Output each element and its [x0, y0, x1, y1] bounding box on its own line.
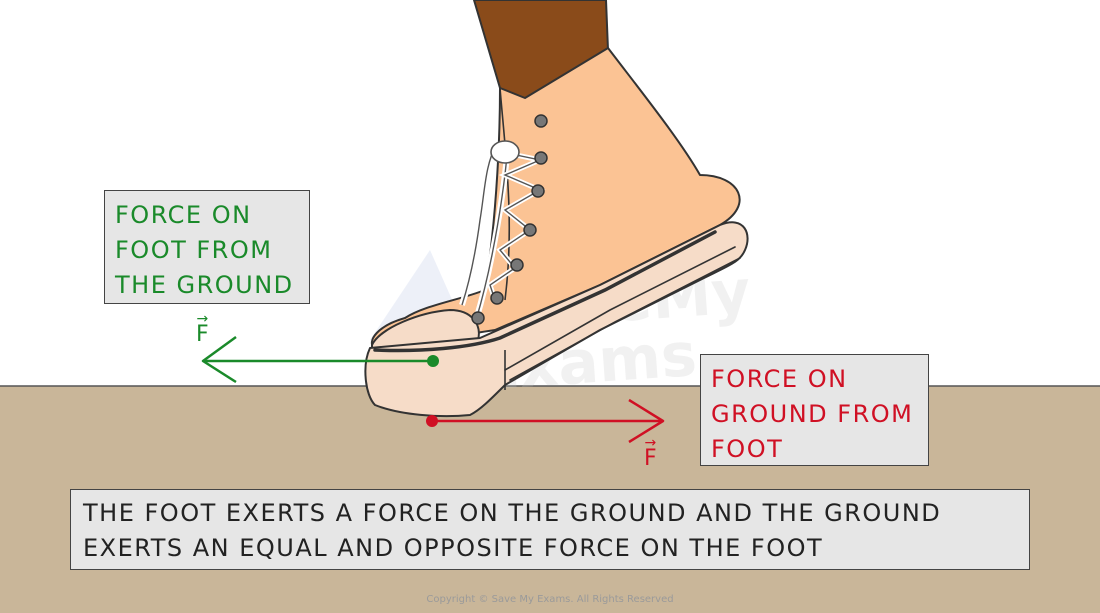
vector-arrow-green: →	[196, 311, 209, 327]
sole-stripe-bottom	[509, 257, 741, 381]
caption-box: THE FOOT EXERTS A FORCE ON THE GROUND AN…	[70, 489, 1030, 570]
green-point	[427, 355, 439, 367]
vector-label-green: → F	[196, 311, 209, 347]
eyelets	[471, 114, 548, 325]
sole	[364, 221, 749, 418]
vector-symbol-green: F	[196, 322, 209, 347]
force-arrow-on-ground	[426, 398, 665, 444]
copyright-text: Copyright © Save My Exams. All Rights Re…	[426, 594, 674, 605]
vector-label-red: → F	[644, 435, 657, 471]
red-arrow-head	[628, 398, 665, 444]
label-force-on-ground: FORCE ON GROUND FROM FOOT	[700, 354, 929, 466]
vector-symbol-red: F	[644, 446, 657, 471]
force-arrow-on-foot	[201, 335, 439, 384]
shoe-laces	[459, 140, 549, 321]
sole-stripe-top	[373, 230, 717, 353]
label-force-on-foot: FORCE ON FOOT FROM THE GROUND	[104, 190, 310, 304]
red-point	[426, 415, 438, 427]
green-arrow-head	[201, 335, 237, 384]
sole-stripe-middle	[504, 246, 736, 371]
vector-arrow-red: →	[644, 435, 657, 451]
